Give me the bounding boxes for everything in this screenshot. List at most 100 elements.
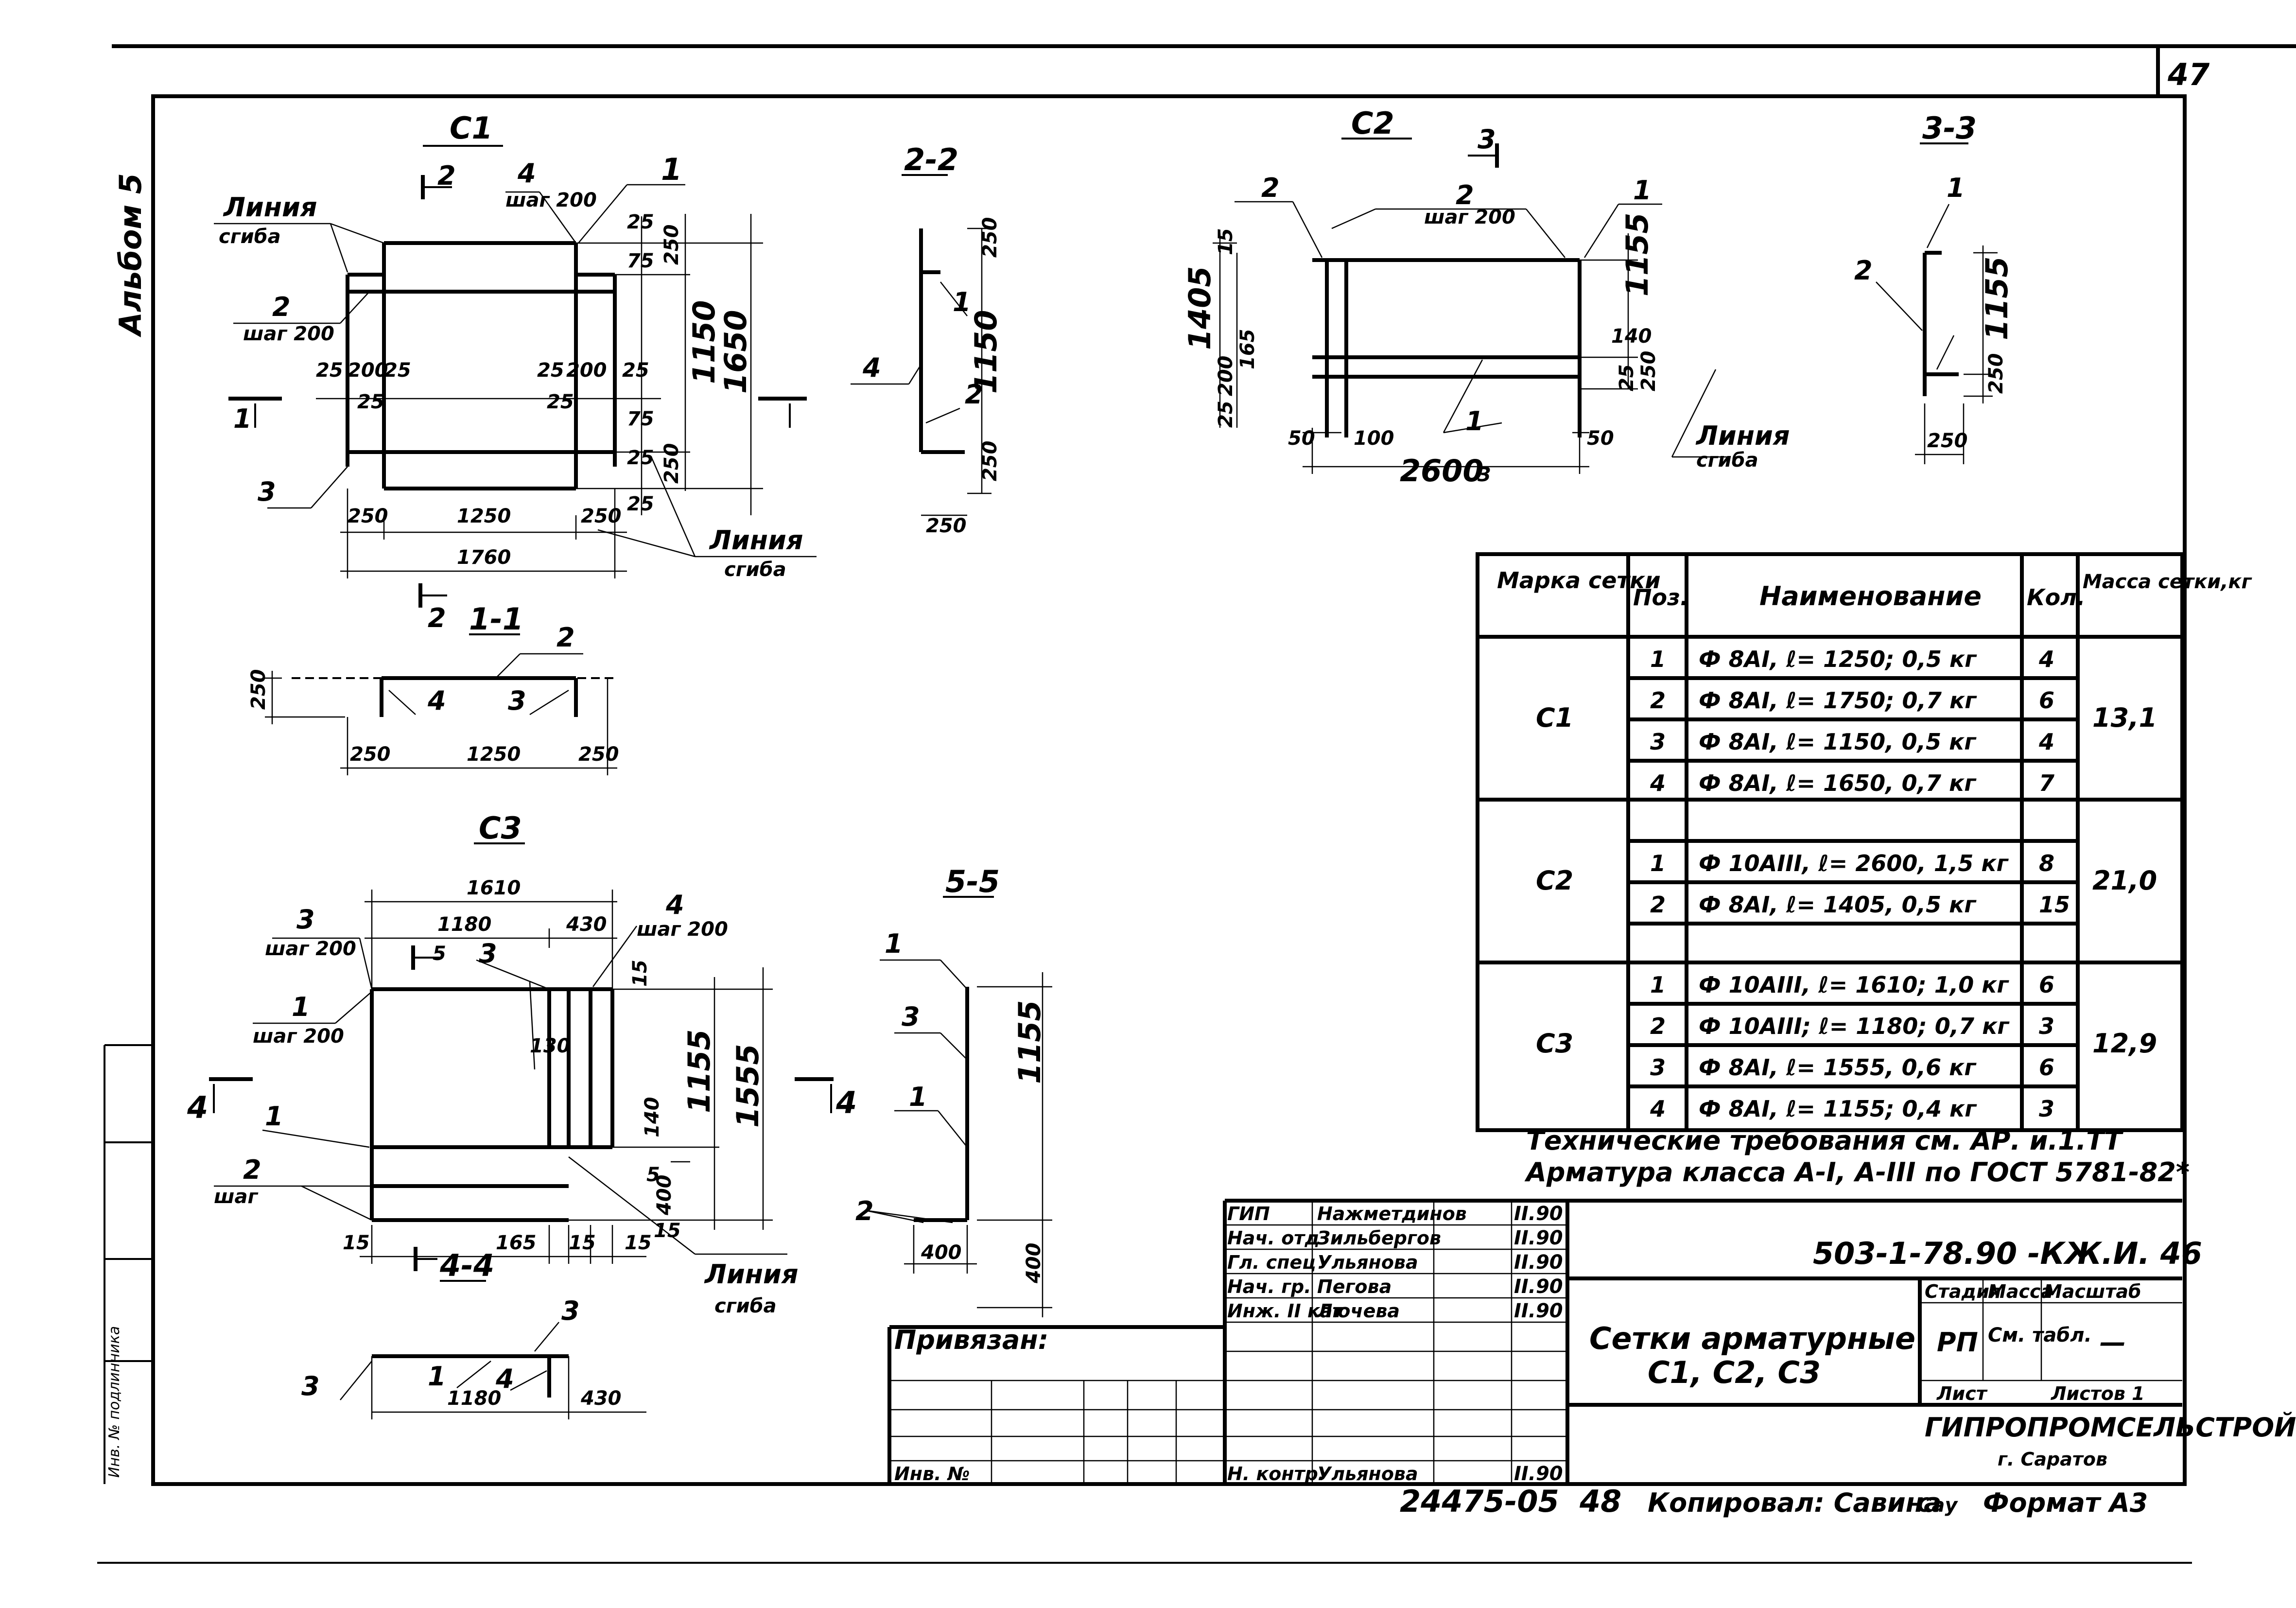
signer-role: Гл. спец xyxy=(1227,1252,1316,1273)
signer-name: Ульянова xyxy=(1317,1252,1418,1273)
c1-section-1-left: 1 xyxy=(233,403,252,434)
sec55-callout-1b: 1 xyxy=(909,1082,927,1112)
view-c2 xyxy=(1213,138,1730,474)
c1-dim-1760: 1760 xyxy=(457,546,511,569)
c1-dim-200b: 200 xyxy=(566,359,607,382)
c1-dim-25a: 25 xyxy=(627,211,654,233)
c1-dim-25d: 25 xyxy=(384,359,411,382)
c3-dim-140: 140 xyxy=(641,1097,663,1138)
row-pos: 2 xyxy=(1650,687,1666,714)
group-mark: С3 xyxy=(1536,1028,1573,1059)
sec33-callout-2: 2 xyxy=(1854,255,1873,286)
c3-dim-1180: 1180 xyxy=(437,913,491,936)
signer-role: Инж. II кат xyxy=(1227,1300,1344,1322)
signer-date: II.90 xyxy=(1514,1251,1563,1274)
c1-dim-200a: 200 xyxy=(348,359,388,382)
c2-bend: Линия xyxy=(1695,420,1790,451)
row-qty: 4 xyxy=(2038,729,2054,755)
row-qty: 6 xyxy=(2039,687,2054,714)
signer-date: II.90 xyxy=(1514,1203,1563,1225)
signer-date: II.90 xyxy=(1514,1227,1563,1249)
sec11-callout-2: 2 xyxy=(557,622,575,653)
view-section-2-2 xyxy=(851,174,991,516)
row-qty: 6 xyxy=(2039,972,2054,998)
c1-dim-25i: 25 xyxy=(627,493,654,515)
c3-dim-1555: 1555 xyxy=(730,1044,765,1128)
header-name: Наименование xyxy=(1759,581,1982,612)
c3-dim-15d: 15 xyxy=(569,1232,596,1254)
c3-section-mark-top: 5 xyxy=(433,943,446,965)
view-section-5-5 xyxy=(865,896,1052,1317)
c3-dim-430: 430 xyxy=(566,913,607,936)
view-title-c3: С3 xyxy=(479,810,522,846)
sec22-dim-1150: 1150 xyxy=(968,310,1004,394)
row-pos: 2 xyxy=(1650,1013,1666,1039)
view-title-c1: С1 xyxy=(450,110,493,146)
c1-dim-250c: 250 xyxy=(348,505,388,527)
sec55-callout-3: 3 xyxy=(902,1001,920,1032)
archive-number: 24475-05 xyxy=(1400,1484,1559,1519)
c3-dim-15a: 15 xyxy=(629,960,651,987)
sec11-dim-1250: 1250 xyxy=(467,743,521,766)
c1-callout-3: 3 xyxy=(258,476,276,507)
c3-section-4-left: 4 xyxy=(187,1090,208,1125)
stage-header: Стадия xyxy=(1925,1281,2001,1302)
c2-bend-2: сгиба xyxy=(1696,449,1758,472)
c3-bend-2: сгиба xyxy=(714,1295,777,1317)
c2-callout-2b: 2 xyxy=(1456,180,1474,210)
c3-callout-3b: 3 xyxy=(479,938,497,969)
c1-dim-250d: 250 xyxy=(581,505,622,527)
row-name: Ф 8АI, ℓ= 1250; 0,5 кг xyxy=(1699,646,1977,672)
signer-role: ГИП xyxy=(1227,1203,1270,1224)
c3-section-4-right: 4 xyxy=(835,1085,857,1120)
signer-role: Н. контр. xyxy=(1227,1463,1325,1485)
sec55-dim-400b: 400 xyxy=(921,1241,962,1264)
sheet-title-2: С1, С2, С3 xyxy=(1648,1355,1821,1390)
c2-dim-25b: 25 xyxy=(1616,364,1638,391)
signer-name: Ульянова xyxy=(1317,1463,1418,1485)
c1-step200-b: шаг 200 xyxy=(243,323,334,345)
sec55-callout-1a: 1 xyxy=(885,928,903,959)
sheet-frame xyxy=(97,44,2296,1564)
mass-value: См. табл. xyxy=(1988,1324,2092,1346)
row-qty: 7 xyxy=(2039,770,2054,796)
mass-header: Масса xyxy=(1988,1281,2053,1302)
row-pos: 1 xyxy=(1650,850,1666,876)
signer-date: II.90 xyxy=(1514,1463,1563,1485)
c1-callout-2: 2 xyxy=(272,292,291,322)
sec11-callout-4: 4 xyxy=(427,685,446,716)
view-title-1-1: 1-1 xyxy=(469,601,523,637)
c1-dim-25h: 25 xyxy=(547,391,574,413)
view-c1: С1 xyxy=(214,110,817,608)
group-mark: С2 xyxy=(1536,865,1573,896)
row-qty: 15 xyxy=(2039,891,2070,918)
sec44-dim-430: 430 xyxy=(580,1387,622,1410)
row-name: Ф 10АIII, ℓ= 1610; 1,0 кг xyxy=(1699,972,2009,998)
c2-dim-3: 3 xyxy=(1478,464,1491,486)
stage-value: РП xyxy=(1937,1327,1978,1358)
footer-page: 48 xyxy=(1579,1484,1621,1519)
c1-section-mark-top: 2 xyxy=(437,160,456,191)
c1-bend-bottom-2: сгиба xyxy=(724,559,786,581)
copied-signature: Сау xyxy=(1917,1494,1958,1517)
c2-dim-25: 25 xyxy=(1215,401,1237,428)
sec33-dim-250b: 250 xyxy=(1927,430,1968,452)
row-pos: 4 xyxy=(1650,770,1666,796)
c2-dim-2600: 2600 xyxy=(1400,453,1484,489)
c2-callout-1a: 1 xyxy=(1633,175,1652,206)
row-pos: 2 xyxy=(1650,891,1666,918)
c1-dim-75b: 75 xyxy=(627,408,654,430)
sec11-callout-3: 3 xyxy=(508,685,526,716)
view-title-2-2: 2-2 xyxy=(904,142,958,177)
c1-bend-bottom: Линия xyxy=(709,525,803,556)
doc-code: 503-1-78.90 -КЖ.И. 46 xyxy=(1813,1236,2202,1271)
c1-dim-1250: 1250 xyxy=(457,505,511,527)
c1-dim-25g: 25 xyxy=(622,359,649,382)
c1-dim-1650: 1650 xyxy=(718,310,753,394)
c2-dim-100: 100 xyxy=(1354,427,1394,450)
sec22-dim-250c: 250 xyxy=(926,515,967,537)
sec22-dim-250a: 250 xyxy=(979,217,1001,258)
view-title-4-4: 4-4 xyxy=(439,1248,494,1283)
c3-callout-2: 2 xyxy=(243,1154,261,1185)
